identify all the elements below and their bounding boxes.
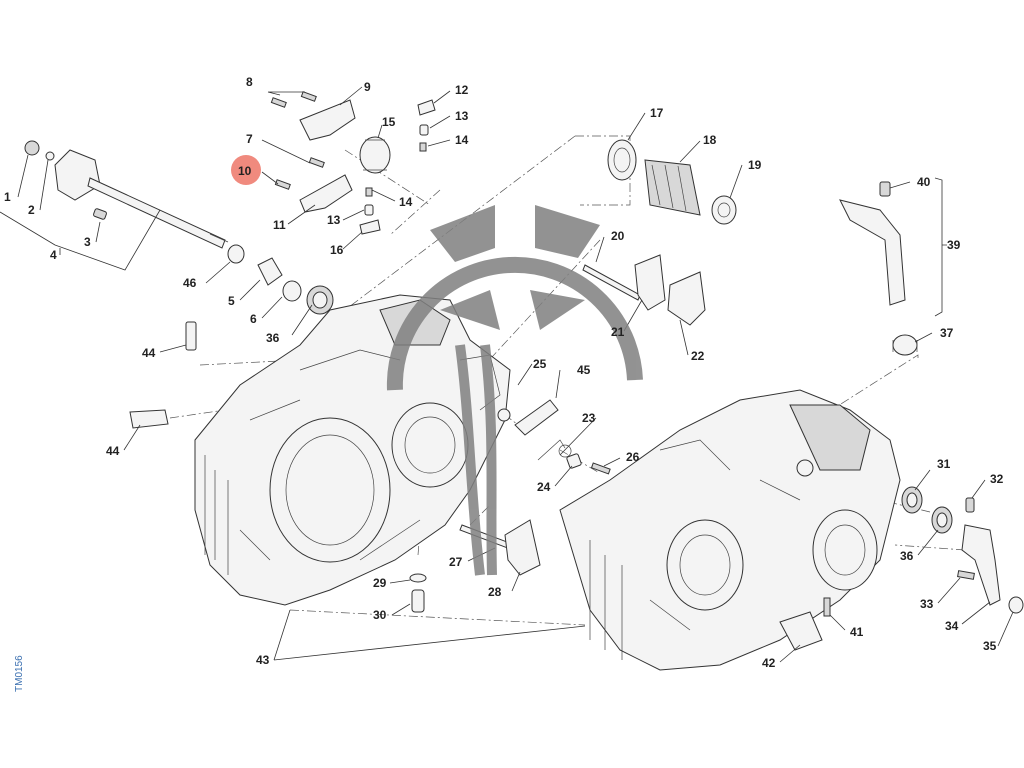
- label-35[interactable]: 35: [983, 639, 997, 653]
- shift-lever-assembly: [839, 181, 918, 356]
- shift-forks: [459, 254, 706, 576]
- right-side-parts: [901, 486, 1024, 614]
- label-10[interactable]: 10: [238, 164, 252, 178]
- label-15[interactable]: 15: [382, 115, 396, 129]
- label-29[interactable]: 29: [373, 576, 387, 590]
- kickstart-assembly: [24, 140, 334, 315]
- label-24[interactable]: 24: [537, 480, 551, 494]
- label-13[interactable]: 13: [327, 213, 341, 227]
- label-42[interactable]: 42: [762, 656, 776, 670]
- selector-parts: [497, 399, 611, 475]
- right-crankcase-half: [559, 389, 901, 671]
- label-39[interactable]: 39: [947, 238, 961, 252]
- label-44[interactable]: 44: [142, 346, 156, 360]
- shift-detent-parts: [270, 91, 436, 235]
- fittings: [129, 321, 831, 651]
- label-34[interactable]: 34: [945, 619, 959, 633]
- highlight-marker: [231, 155, 261, 185]
- label-32[interactable]: 32: [990, 472, 1004, 486]
- left-crankcase-half: [194, 294, 511, 606]
- label-18[interactable]: 18: [703, 133, 717, 147]
- label-1[interactable]: 1: [4, 190, 11, 204]
- label-37[interactable]: 37: [940, 326, 954, 340]
- label-25[interactable]: 25: [533, 357, 547, 371]
- label-43[interactable]: 43: [256, 653, 270, 667]
- label-20[interactable]: 20: [611, 229, 625, 243]
- label-14[interactable]: 14: [399, 195, 413, 209]
- label-41[interactable]: 41: [850, 625, 864, 639]
- label-13[interactable]: 13: [455, 109, 469, 123]
- label-4[interactable]: 4: [50, 248, 57, 262]
- part-labels: 1 2 3 4 5 6 7 8 9 10 11 12 13 13 14 14 1…: [4, 75, 1004, 670]
- shift-drum-assembly: [607, 139, 737, 225]
- label-27[interactable]: 27: [449, 555, 463, 569]
- label-22[interactable]: 22: [691, 349, 705, 363]
- label-7[interactable]: 7: [246, 132, 253, 146]
- watermark-logo: [386, 205, 643, 576]
- label-23[interactable]: 23: [582, 411, 596, 425]
- label-36[interactable]: 36: [900, 549, 914, 563]
- label-6[interactable]: 6: [250, 312, 257, 326]
- label-5[interactable]: 5: [228, 294, 235, 308]
- label-8[interactable]: 8: [246, 75, 253, 89]
- label-11[interactable]: 11: [273, 218, 286, 232]
- label-3[interactable]: 3: [84, 235, 91, 249]
- leader-lines: [0, 86, 1014, 663]
- label-45[interactable]: 45: [577, 363, 591, 377]
- label-2[interactable]: 2: [28, 203, 35, 217]
- label-17[interactable]: 17: [650, 106, 664, 120]
- label-19[interactable]: 19: [748, 158, 762, 172]
- label-36[interactable]: 36: [266, 331, 280, 345]
- label-28[interactable]: 28: [488, 585, 502, 599]
- label-16[interactable]: 16: [330, 243, 344, 257]
- label-9[interactable]: 9: [364, 80, 371, 94]
- label-30[interactable]: 30: [373, 608, 387, 622]
- label-44[interactable]: 44: [106, 444, 120, 458]
- label-33[interactable]: 33: [920, 597, 934, 611]
- label-46[interactable]: 46: [183, 276, 197, 290]
- label-31[interactable]: 31: [937, 457, 951, 471]
- drawing-code: TM0156: [14, 655, 25, 692]
- label-14[interactable]: 14: [455, 133, 469, 147]
- label-40[interactable]: 40: [917, 175, 931, 189]
- label-21[interactable]: 21: [611, 325, 625, 339]
- label-12[interactable]: 12: [455, 83, 469, 97]
- label-26[interactable]: 26: [626, 450, 640, 464]
